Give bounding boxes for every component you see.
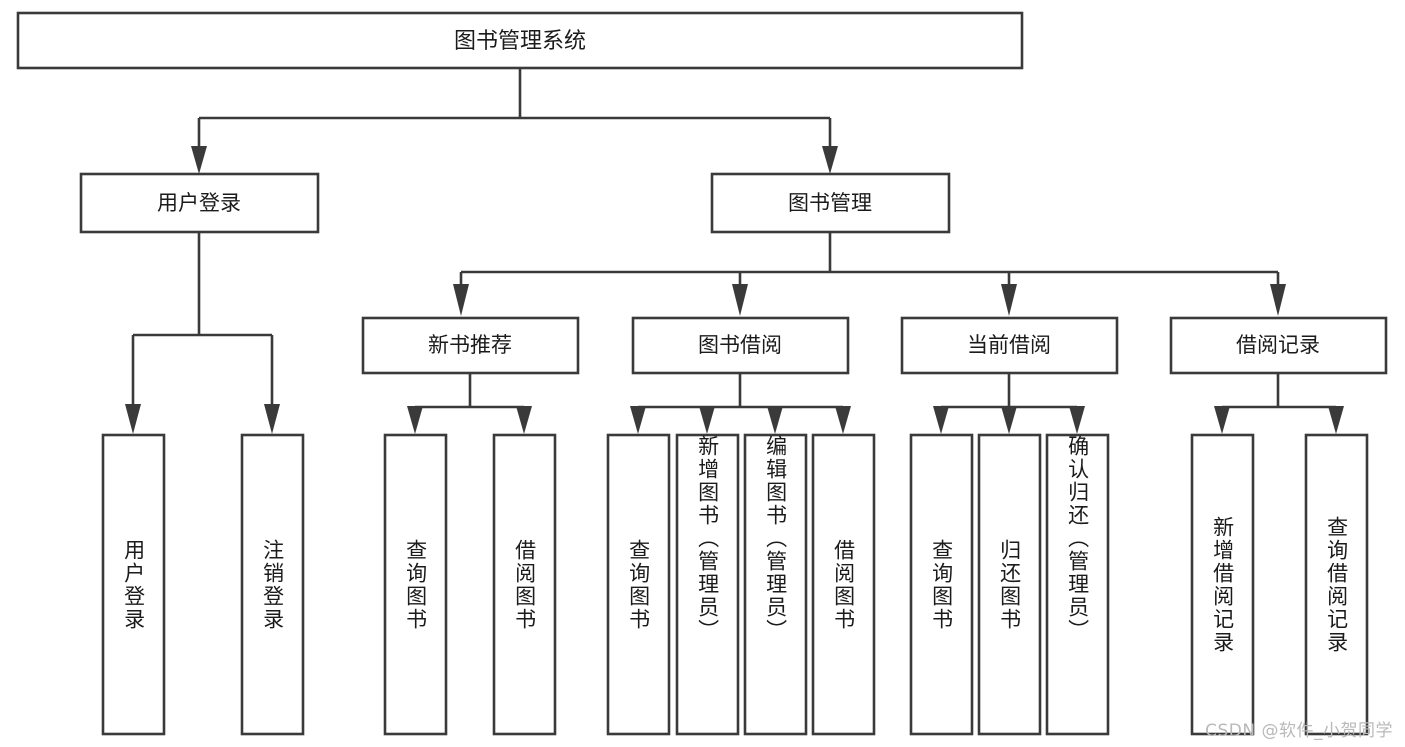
arrow-head-leaf-edit-book <box>767 406 783 434</box>
arrow-head-new-book-recommend <box>453 284 469 316</box>
connector-group-new-book-recommend <box>407 373 532 434</box>
node-root-box[interactable] <box>16 11 1024 70</box>
connector-group-book-manage <box>453 232 1286 316</box>
node-user-login-box[interactable] <box>79 172 320 234</box>
leaf-box-user-login[interactable] <box>101 433 166 736</box>
node-new-book-recommend-label: 新书推荐 <box>428 333 512 357</box>
node-borrow-record-label: 借阅记录 <box>1236 333 1320 357</box>
leaf-box-add-book[interactable] <box>675 433 740 736</box>
leaf-box-borrow-book-1[interactable] <box>492 433 557 736</box>
arrow-head-book-manage <box>822 146 838 174</box>
leaf-box-add-record[interactable] <box>1190 433 1255 736</box>
node-root[interactable]: 图书管理系统 <box>16 11 1024 70</box>
leaf-box-borrow-book-2[interactable] <box>811 433 876 736</box>
leaf-box-query-book-1[interactable] <box>383 433 448 736</box>
node-book-manage-label: 图书管理 <box>788 191 872 215</box>
node-book-borrow-label: 图书借阅 <box>698 333 782 357</box>
arrow-head-leaf-add-record <box>1214 406 1230 434</box>
node-current-borrow-label: 当前借阅 <box>967 333 1051 357</box>
arrow-head-leaf-borrow-book-1 <box>516 406 532 434</box>
connector-group-book-borrow <box>630 373 851 434</box>
leaf-box-query-record[interactable] <box>1304 433 1369 736</box>
node-new-book-recommend[interactable]: 新书推荐 <box>361 316 580 375</box>
leaf-box-query-book-2[interactable] <box>606 433 671 736</box>
node-user-login-label: 用户登录 <box>157 191 241 215</box>
node-current-borrow[interactable]: 当前借阅 <box>900 316 1119 375</box>
node-book-manage[interactable]: 图书管理 <box>710 172 951 234</box>
arrow-head-borrow-record <box>1270 284 1286 316</box>
arrow-head-current-borrow <box>1001 284 1017 316</box>
arrow-head-leaf-borrow-book-2 <box>835 406 851 434</box>
leaf-box-return-book[interactable] <box>977 433 1042 736</box>
arrow-head-leaf-return-book <box>1001 406 1017 434</box>
node-borrow-record-box[interactable] <box>1169 316 1388 375</box>
connector-group-current-borrow <box>933 373 1085 434</box>
arrow-head-leaf-query-book-1 <box>407 406 423 434</box>
arrow-head-leaf-user-logout <box>264 404 280 434</box>
node-book-manage-box[interactable] <box>710 172 951 234</box>
node-book-borrow-box[interactable] <box>631 316 850 375</box>
connector-group-root <box>191 68 838 174</box>
leaf-box-confirm-return[interactable] <box>1045 433 1110 736</box>
arrow-head-leaf-query-book-2 <box>630 406 646 434</box>
leaf-box-user-logout[interactable] <box>240 433 305 736</box>
leaf-box-edit-book[interactable] <box>743 433 808 736</box>
node-new-book-recommend-box[interactable] <box>361 316 580 375</box>
arrow-head-user-login <box>191 146 207 174</box>
node-book-borrow[interactable]: 图书借阅 <box>631 316 850 375</box>
node-user-login[interactable]: 用户登录 <box>79 172 320 234</box>
watermark-text: CSDN @软件_小贺同学 <box>1205 721 1393 741</box>
node-borrow-record[interactable]: 借阅记录 <box>1169 316 1388 375</box>
leaf-box-group <box>101 433 1369 736</box>
connector-group-user-login <box>125 232 280 434</box>
node-root-label: 图书管理系统 <box>454 29 586 54</box>
arrow-head-leaf-add-book <box>699 406 715 434</box>
node-current-borrow-box[interactable] <box>900 316 1119 375</box>
arrow-head-leaf-confirm-return <box>1069 406 1085 434</box>
arrow-head-leaf-query-book-3 <box>933 406 949 434</box>
arrow-head-book-borrow <box>732 284 748 316</box>
arrow-head-leaf-user-login <box>125 404 141 434</box>
connector-group-borrow-record <box>1214 373 1344 434</box>
leaf-box-query-book-3[interactable] <box>909 433 974 736</box>
arrow-head-leaf-query-record <box>1328 406 1344 434</box>
